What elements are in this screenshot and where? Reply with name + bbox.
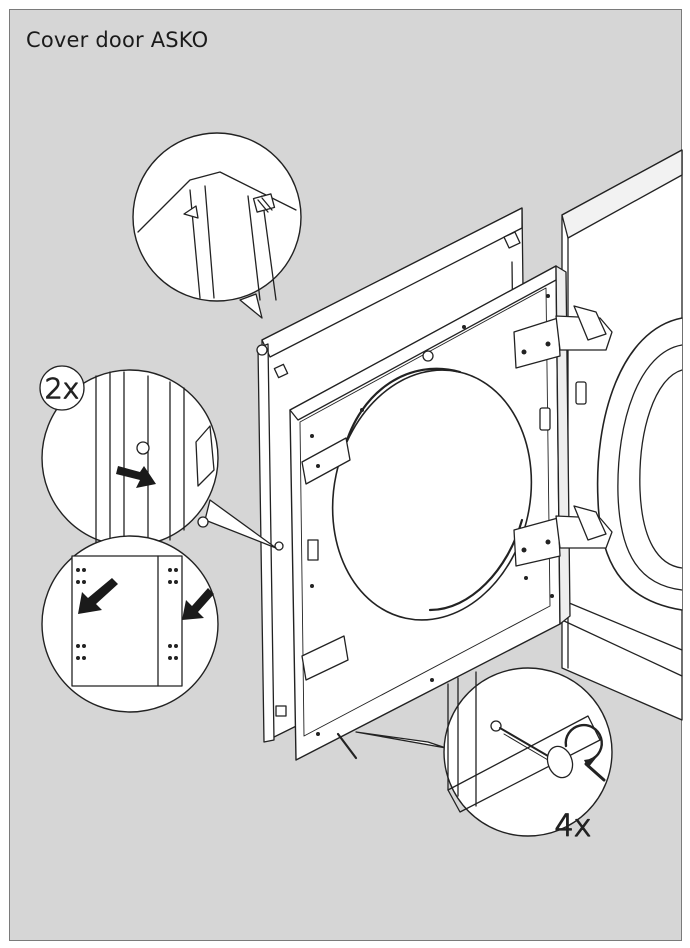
front-cover-panel xyxy=(274,265,571,761)
screwdriver-icon xyxy=(584,762,606,782)
panel-screws-qty-label: 4x xyxy=(555,809,592,844)
arrow-icon xyxy=(182,588,214,620)
arrow-icon xyxy=(78,578,118,614)
screw-detail-magnifier: 4x xyxy=(355,667,613,845)
hinge-bottom xyxy=(513,505,613,567)
side-screw-magnifier: 2x xyxy=(39,365,277,549)
panel-layout-magnifier xyxy=(41,535,219,713)
washing-machine xyxy=(561,149,683,721)
arrow-icon xyxy=(116,466,156,488)
hinge-screws-qty-label: 2x xyxy=(45,372,79,405)
page-title: Cover door ASKO xyxy=(26,28,209,52)
hinge-top xyxy=(513,305,613,369)
handle-detail-magnifier xyxy=(132,132,302,319)
